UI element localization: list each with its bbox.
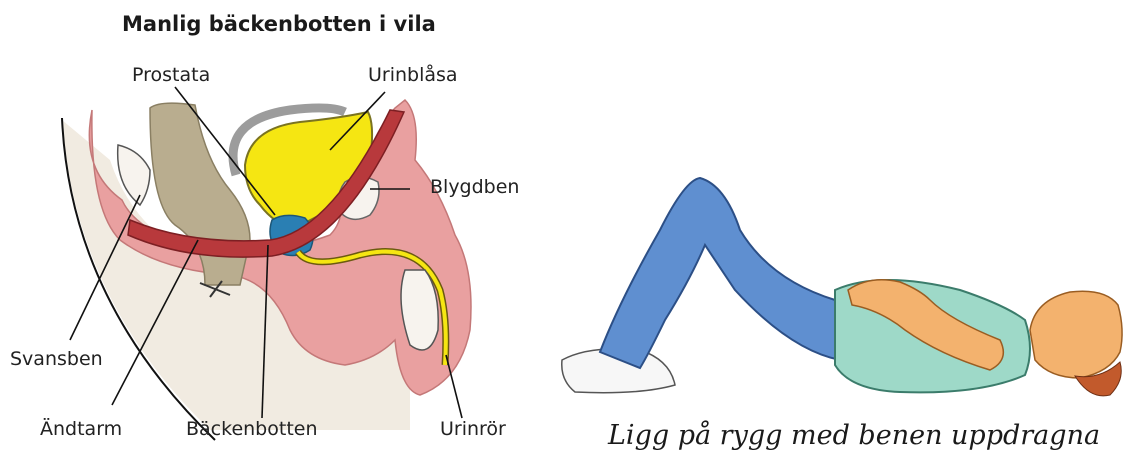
label-urinblasa: Urinblåsa (368, 64, 458, 86)
label-svansben: Svansben (10, 348, 103, 370)
illustration-caption: Ligg på rygg med benen uppdragna (608, 420, 1100, 451)
label-prostata: Prostata (132, 64, 210, 86)
label-blygdben: Blygdben (430, 176, 519, 198)
label-andtarm: Ändtarm (40, 418, 122, 440)
diagram-title: Manlig bäckenbotten i vila (122, 12, 436, 36)
exercise-illustration (562, 178, 1122, 396)
head (1030, 291, 1122, 378)
label-urinror: Urinrör (440, 418, 506, 440)
label-backenbotten: Bäckenbotten (186, 418, 318, 440)
legs-jeans (600, 178, 840, 368)
pelvic-floor-diagram (62, 87, 471, 440)
